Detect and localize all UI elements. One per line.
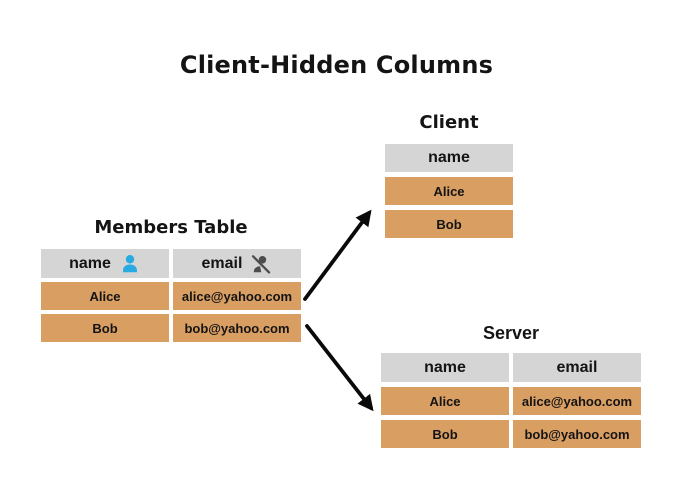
person-icon <box>119 253 141 275</box>
server-header-name: name <box>381 353 509 382</box>
members-header-name: name <box>41 249 169 278</box>
members-header-name-label: name <box>69 254 111 272</box>
table-cell: bob@yahoo.com <box>513 420 641 448</box>
members-header-email-label: email <box>201 254 243 272</box>
table-cell: bob@yahoo.com <box>173 314 301 342</box>
server-header-name-label: name <box>424 358 466 376</box>
server-header-email: email <box>513 353 641 382</box>
page-title: Client-Hidden Columns <box>179 51 494 79</box>
table-cell: Alice <box>41 282 169 310</box>
members-table-title: Members Table <box>94 217 248 238</box>
client-table: name Alice Bob <box>385 144 513 238</box>
arrow-to-client <box>303 209 372 301</box>
table-cell: Bob <box>41 314 169 342</box>
arrow-to-server <box>305 324 374 412</box>
table-cell: Bob <box>385 210 513 238</box>
client-header-name: name <box>385 144 513 172</box>
person-off-icon <box>250 253 272 275</box>
server-header-email-label: email <box>556 358 598 376</box>
table-cell: alice@yahoo.com <box>173 282 301 310</box>
server-table-title: Server <box>482 323 540 343</box>
client-table-group: Client name Alice Bob <box>385 112 513 238</box>
server-table-group: Server name email Alice alice@yahoo.com … <box>381 323 641 448</box>
table-cell: Alice <box>381 387 509 415</box>
server-table: name email Alice alice@yahoo.com Bob bob… <box>381 353 641 448</box>
client-table-title: Client <box>419 112 479 133</box>
members-table-group: Members Table name email <box>41 217 301 342</box>
table-cell: Bob <box>381 420 509 448</box>
members-header-email: email <box>173 249 301 278</box>
table-cell: Alice <box>385 177 513 205</box>
members-table: name email Alice <box>41 249 301 342</box>
table-cell: alice@yahoo.com <box>513 387 641 415</box>
client-header-name-label: name <box>428 149 470 166</box>
